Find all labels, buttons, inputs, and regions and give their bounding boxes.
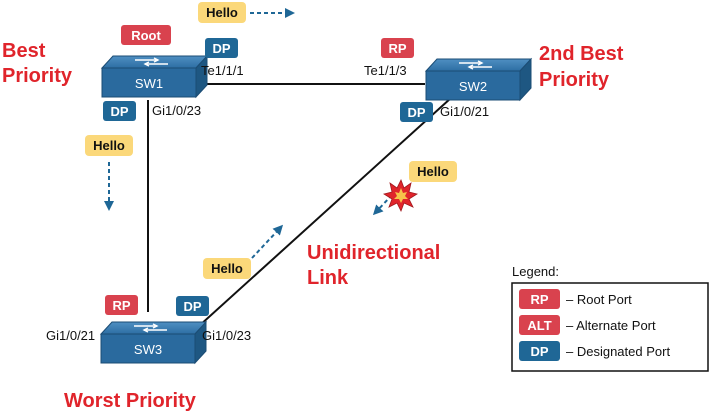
svg-text:Priority: Priority (2, 65, 73, 87)
hello-message-left: Hello (85, 135, 133, 156)
port-label: Gi1/0/21 (46, 328, 95, 343)
switch-side-face (195, 54, 208, 99)
port-label: Gi1/0/23 (152, 103, 201, 118)
unidirectional-link-label: Unidirectional Link (307, 242, 440, 289)
svg-text:Hello: Hello (93, 138, 125, 153)
svg-text:– Alternate Port: – Alternate Port (566, 318, 656, 333)
priority-label-sw2: 2nd Best Priority (539, 43, 624, 91)
svg-text:DP: DP (407, 105, 425, 120)
svg-text:2nd Best: 2nd Best (539, 43, 624, 65)
switch-sw2[interactable]: SW2 (424, 57, 533, 102)
port-role-badge: DP (400, 102, 433, 122)
switch-arrows-icon (135, 57, 168, 67)
svg-text:Unidirectional: Unidirectional (307, 242, 440, 264)
switch-side-face (519, 57, 532, 102)
svg-text:Hello: Hello (417, 164, 449, 179)
svg-text:Root: Root (131, 28, 161, 43)
svg-text:DP: DP (212, 41, 230, 56)
hello-message-top: Hello (198, 2, 246, 23)
svg-text:DP: DP (530, 344, 548, 359)
switch-name: SW3 (134, 342, 162, 357)
svg-text:RP: RP (112, 298, 130, 313)
link-sw2-sw3-unidirectional (177, 97, 452, 346)
svg-text:Best: Best (2, 40, 46, 62)
root-badge: Root (121, 25, 171, 45)
svg-text:– Designated Port: – Designated Port (566, 344, 670, 359)
port-label: Te1/1/1 (201, 63, 244, 78)
priority-label-sw3: Worst Priority (64, 390, 197, 412)
svg-text:ALT: ALT (527, 318, 551, 333)
switch-name: SW1 (135, 76, 163, 91)
svg-text:RP: RP (530, 292, 548, 307)
port-role-badge: DP (103, 101, 136, 121)
switch-arrows-icon (134, 323, 167, 333)
svg-text:Hello: Hello (211, 261, 243, 276)
hello-message-lower-link: Hello (203, 258, 251, 279)
arrow-up-right-icon (251, 224, 284, 259)
svg-text:RP: RP (388, 41, 406, 56)
port-label: Gi1/0/21 (440, 104, 489, 119)
legend-title: Legend: (512, 264, 559, 279)
legend-item-dp: DP – Designated Port (519, 341, 670, 361)
port-role-badge: RP (105, 295, 138, 315)
svg-text:Hello: Hello (206, 5, 238, 20)
switch-name: SW2 (459, 79, 487, 94)
port-role-badge: DP (205, 38, 238, 58)
port-label: Te1/1/3 (364, 63, 407, 78)
port-role-badge: RP (381, 38, 414, 58)
switch-sw1[interactable]: SW1 (100, 54, 209, 99)
svg-text:Priority: Priority (539, 69, 610, 91)
svg-text:DP: DP (110, 104, 128, 119)
switch-sw3[interactable]: SW3 (99, 320, 208, 365)
port-label: Gi1/0/23 (202, 328, 251, 343)
svg-text:DP: DP (183, 299, 201, 314)
priority-label-sw1: Best Priority (2, 40, 73, 87)
port-role-badge: DP (176, 296, 209, 316)
svg-text:Link: Link (307, 267, 349, 289)
switch-side-face (194, 320, 207, 365)
switch-arrows-icon (459, 60, 492, 70)
hello-message-upper-link: Hello (409, 161, 457, 182)
svg-text:– Root Port: – Root Port (566, 292, 632, 307)
legend-item-alt: ALT – Alternate Port (519, 315, 656, 335)
legend-item-rp: RP – Root Port (519, 289, 632, 309)
